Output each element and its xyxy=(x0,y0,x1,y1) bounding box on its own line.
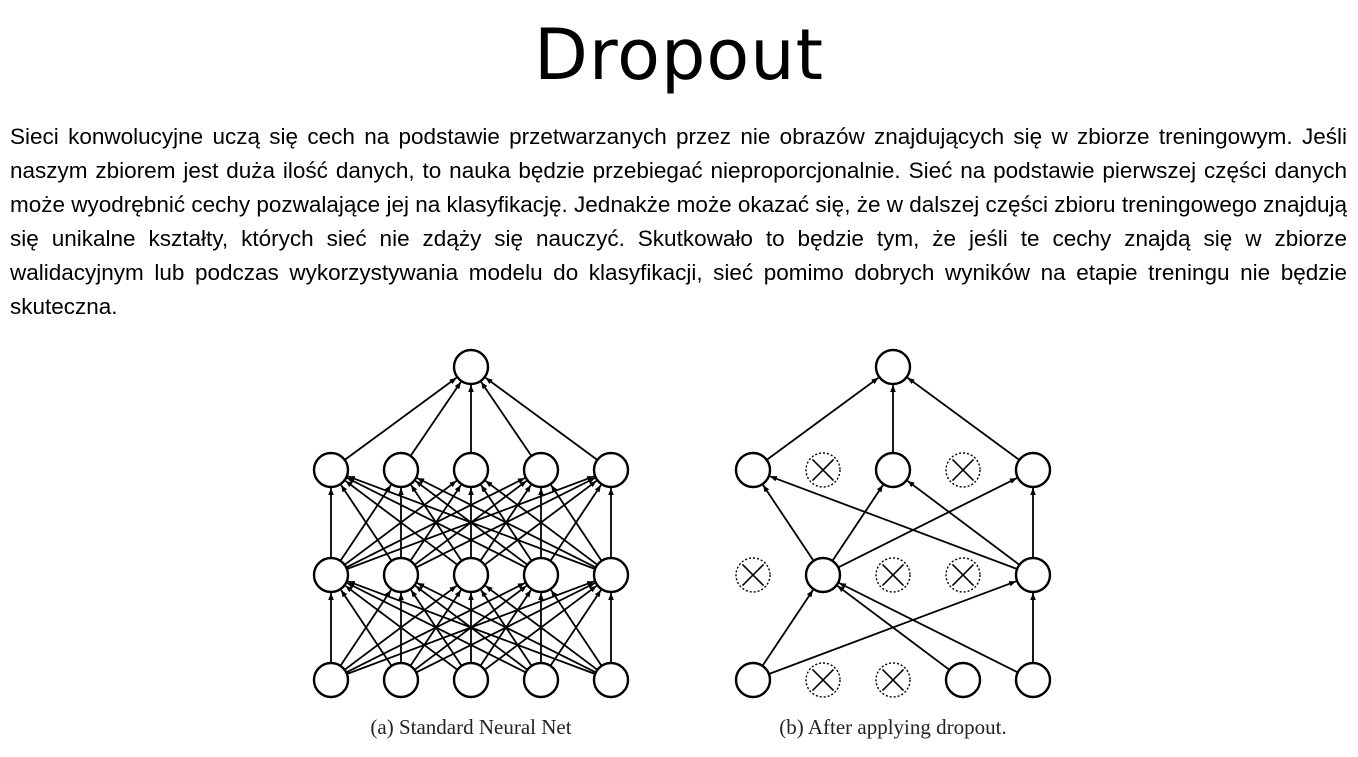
dropout-hidden2-node xyxy=(734,451,772,489)
standard-output-node xyxy=(452,348,490,386)
standard-input-node xyxy=(312,661,350,699)
dropout-edge xyxy=(769,475,1018,570)
standard-edge xyxy=(346,477,527,569)
standard-input-node xyxy=(522,661,560,699)
dropout-edge xyxy=(837,477,1018,569)
standard-edge xyxy=(347,475,596,570)
standard-edge xyxy=(416,477,597,569)
standard-hidden2-node xyxy=(312,451,350,489)
dropout-dropped-input-node xyxy=(875,662,911,698)
standard-edge xyxy=(340,589,393,667)
slide-title: Dropout xyxy=(533,14,825,96)
dropout-dropped-hidden2-node xyxy=(805,452,841,488)
dropout-edge xyxy=(906,376,1020,461)
dropout-dropped-hidden2-node xyxy=(945,452,981,488)
standard-edge xyxy=(550,484,603,562)
standard-hidden2-node xyxy=(592,451,630,489)
standard-edge xyxy=(340,484,393,562)
dropout-edge xyxy=(906,480,1020,566)
standard-edge xyxy=(409,381,462,457)
dropout-hidden1-node xyxy=(1014,556,1052,594)
standard-input-node xyxy=(452,661,490,699)
caption-standard-net: (a) Standard Neural Net xyxy=(370,715,571,739)
standard-edge xyxy=(550,589,603,667)
standard-hidden1-node xyxy=(382,556,420,594)
standard-hidden2-node xyxy=(452,451,490,489)
dropout-diagram: (a) Standard Neural Net (b) After applyi… xyxy=(312,348,1052,739)
caption-dropout-net: (b) After applying dropout. xyxy=(779,715,1006,739)
standard-edge xyxy=(416,582,597,674)
standard-hidden2-node xyxy=(382,451,420,489)
standard-hidden1-node xyxy=(592,556,630,594)
standard-edge xyxy=(344,585,458,671)
dropout-edge xyxy=(836,585,950,671)
dropout-edge xyxy=(766,376,880,461)
dropout-dropped-hidden1-node xyxy=(875,557,911,593)
standard-input-node xyxy=(592,661,630,699)
dropout-dropped-input-node xyxy=(805,662,841,698)
dropout-input-node xyxy=(734,661,772,699)
dropout-dropped-hidden1-node xyxy=(735,557,771,593)
dropout-edge xyxy=(838,582,1019,674)
standard-hidden1-node xyxy=(522,556,560,594)
body-paragraph: Sieci konwolucyjne uczą się cech na pods… xyxy=(10,124,1347,319)
standard-edge xyxy=(344,376,458,461)
standard-edge xyxy=(484,480,598,566)
standard-hidden2-node xyxy=(522,451,560,489)
standard-edge xyxy=(484,585,598,671)
standard-hidden1-node xyxy=(452,556,490,594)
dropout-hidden2-node xyxy=(874,451,912,489)
standard-net-nodes xyxy=(312,348,630,699)
standard-edge xyxy=(344,480,458,566)
dropout-edge xyxy=(831,484,884,562)
dropout-edge xyxy=(761,589,814,667)
dropout-net-edges xyxy=(761,376,1036,675)
dropout-hidden1-node xyxy=(804,556,842,594)
standard-edge xyxy=(346,582,527,674)
dropout-input-node xyxy=(944,661,982,699)
dropout-dropped-hidden1-node xyxy=(945,557,981,593)
dropout-hidden2-node xyxy=(1014,451,1052,489)
dropout-input-node xyxy=(1014,661,1052,699)
standard-edge xyxy=(347,580,596,675)
dropout-edge xyxy=(762,484,815,562)
standard-edge xyxy=(480,381,533,457)
standard-input-node xyxy=(382,661,420,699)
standard-net-edges xyxy=(328,376,614,675)
dropout-output-node xyxy=(874,348,912,386)
dropout-net-nodes xyxy=(734,348,1052,699)
standard-hidden1-node xyxy=(312,556,350,594)
standard-edge xyxy=(484,376,598,461)
